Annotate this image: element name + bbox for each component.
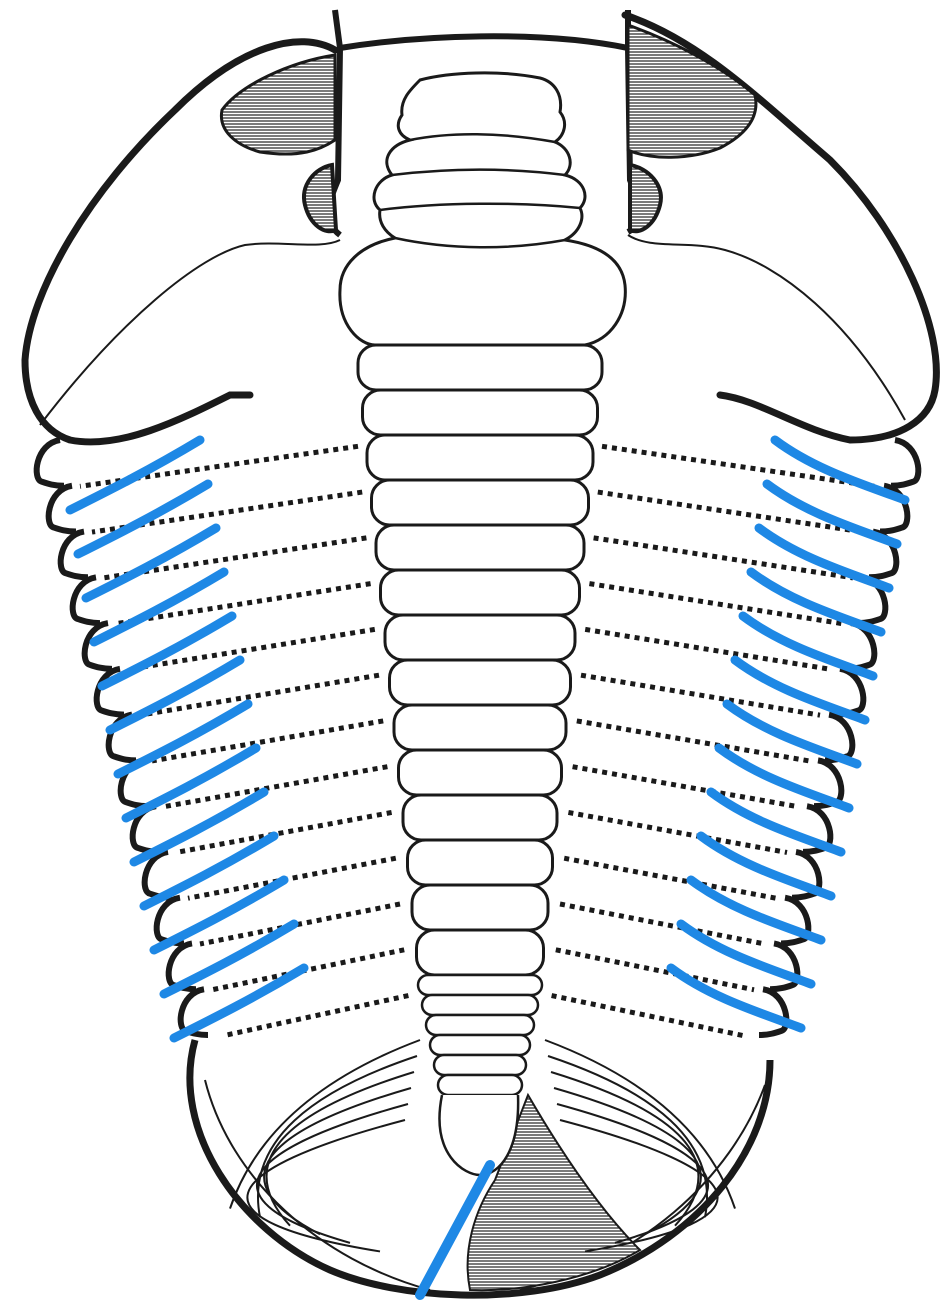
left-eye-hatch: [221, 55, 335, 154]
right-eye: [630, 165, 661, 231]
axial-ring: [381, 570, 580, 615]
furrow-left: [116, 584, 371, 624]
furrow-right: [556, 950, 754, 990]
pygidium-axial-ring: [422, 995, 538, 1015]
axial-ring: [367, 435, 593, 480]
axial-ring: [408, 840, 553, 885]
axial-ring: [390, 660, 571, 705]
pygidium-axial-ring: [418, 975, 542, 995]
furrow-left: [164, 767, 387, 807]
pleura-right-edge: [891, 440, 918, 486]
axial-ring: [412, 885, 548, 930]
blue-marks-right: [671, 440, 905, 1028]
right-cheek-line: [628, 235, 905, 420]
pygidium-axial-ring: [426, 1015, 534, 1035]
left-cheek-line: [40, 240, 340, 425]
axial-ring: [376, 525, 584, 570]
axial-ring: [372, 480, 589, 525]
axial-ring: [385, 615, 575, 660]
pygidium-axial-ring: [434, 1055, 526, 1075]
pleura-left-edge: [85, 623, 112, 669]
cephalon-front-border: [340, 36, 628, 48]
furrow-left: [176, 812, 392, 852]
thorax-axis: [358, 345, 602, 975]
blue-mark-right: [775, 440, 905, 500]
axial-ring: [394, 705, 566, 750]
axial-ring: [358, 345, 602, 390]
axial-ring: [417, 930, 544, 975]
axial-ring: [403, 795, 557, 840]
pleura-left-edge: [37, 440, 64, 486]
blue-marks-left: [70, 440, 304, 1038]
axial-ring: [399, 750, 562, 795]
furrow-right: [552, 996, 743, 1036]
left-eye: [304, 165, 336, 231]
furrow-right: [602, 446, 875, 486]
pygidium-axial-ring: [438, 1075, 522, 1095]
axial-ring: [363, 390, 598, 435]
pygidium-axial-ring: [430, 1035, 530, 1055]
furrow-right: [581, 675, 820, 715]
